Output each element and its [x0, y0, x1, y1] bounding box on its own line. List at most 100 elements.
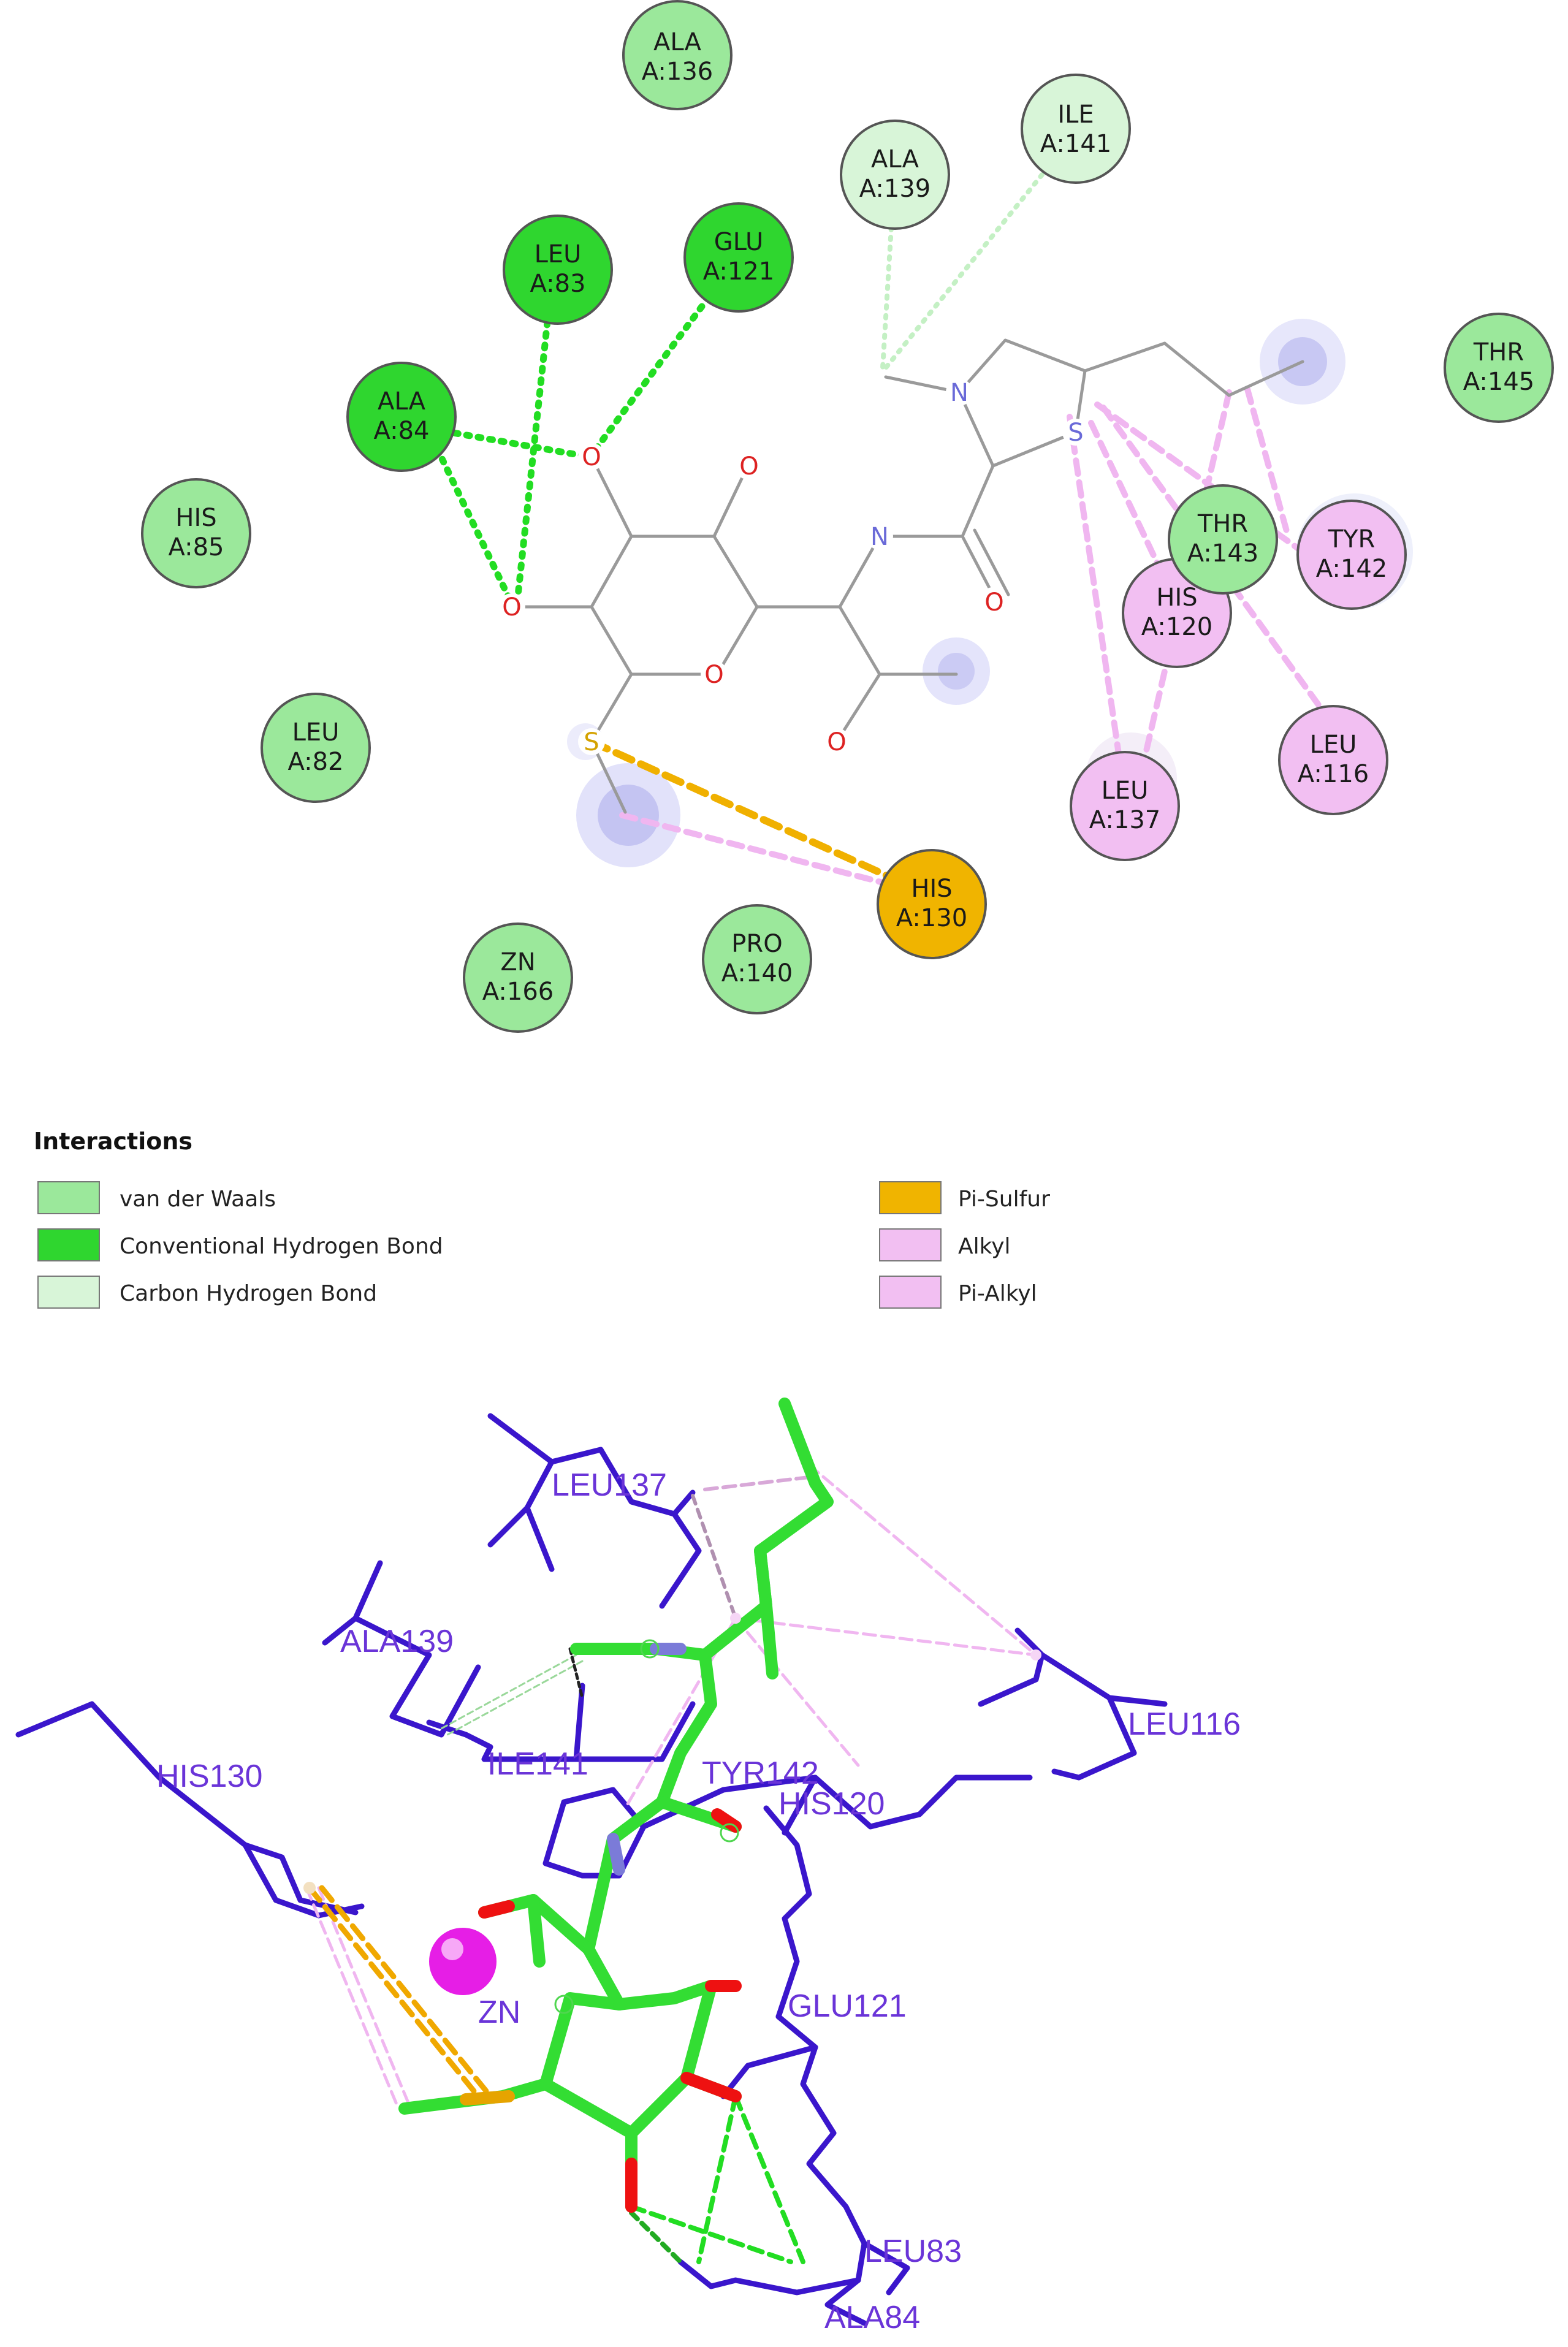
pi-sulfur-line-3d	[306, 1885, 481, 2099]
residue-ala139: ALA A:139	[840, 120, 950, 230]
legend-item: van der Waals	[37, 1181, 276, 1214]
alkyl-line-3d	[305, 1886, 400, 2110]
alkyl-line	[1088, 420, 1171, 588]
residue-name: ALA	[378, 387, 426, 416]
residue-position: A:136	[642, 58, 713, 86]
hbond-line-3d	[629, 2210, 683, 2264]
residue-name: THR	[1473, 338, 1524, 367]
legend-swatch	[879, 1228, 942, 1261]
alkyl-line	[619, 812, 898, 889]
residue-position: A:130	[896, 904, 967, 932]
legend-swatch	[879, 1181, 942, 1214]
residue-leu116: LEU A:116	[1278, 705, 1388, 815]
residue-discs: ALA A:136 ILE A:141 ALA A:139 LEU A:83 G…	[141, 0, 1554, 1033]
residue-pro140: PRO A:140	[702, 904, 812, 1014]
residue-name: GLU	[714, 228, 764, 256]
residue-ala84: ALA A:84	[346, 362, 457, 472]
alkyl-line-3d	[691, 1494, 737, 1620]
protein-residues-3d	[15, 1413, 1168, 2326]
residue-position: A:137	[1089, 806, 1160, 834]
oxygen-atom-label: O	[827, 728, 846, 756]
ring-nitrogen-label: N	[950, 379, 969, 407]
legend-swatch	[37, 1181, 100, 1214]
carbon-hbond-line-3d	[446, 1660, 584, 1736]
residue-position: A:116	[1298, 760, 1369, 788]
residue-ile141: ILE A:141	[1021, 74, 1131, 184]
pi-sulfur-line	[588, 738, 892, 880]
residue-glu121: GLU A:121	[683, 202, 794, 313]
interactions-3d	[305, 1463, 1038, 2264]
residue-position: A:141	[1040, 130, 1111, 158]
label-ala139: ALA139	[340, 1624, 454, 1659]
residue-his130: HIS A:130	[877, 849, 987, 959]
residue-name: ALA	[871, 145, 919, 173]
legend-label: Alkyl	[958, 1234, 1011, 1259]
interactions-legend: Interactions van der Waals Conventional …	[34, 1128, 1050, 1309]
residue-name: HIS	[911, 875, 952, 903]
residue-leu82: LEU A:82	[261, 693, 371, 803]
alkyl-line	[1244, 386, 1290, 536]
legend-label: Conventional Hydrogen Bond	[120, 1234, 443, 1259]
legend-swatch	[37, 1276, 100, 1309]
residue-his85: HIS A:85	[141, 478, 251, 588]
hbond-line-3d	[568, 1647, 584, 1700]
alkyl-line-3d	[734, 1616, 1038, 1657]
label-leu116: LEU116	[1128, 1706, 1241, 1742]
alkyl-line-3d	[317, 1886, 413, 2110]
oxygen-atom-label: O	[739, 452, 758, 481]
residue-position: A:166	[482, 978, 554, 1006]
label-zn: ZN	[478, 1995, 520, 2030]
label-leu137: LEU137	[552, 1467, 667, 1503]
residue-name: THR	[1197, 510, 1248, 538]
residue-leu137: LEU A:137	[1070, 751, 1180, 861]
alkyl-line-3d	[703, 1475, 811, 1491]
legend-item: Conventional Hydrogen Bond	[37, 1228, 443, 1261]
carbon-hbond-line	[883, 172, 1045, 370]
label-leu83: LEU83	[864, 2234, 962, 2269]
residue-labels-3d: LEU137 ALA139 LEU116 HIS130 ILE141 TYR14…	[156, 1467, 1241, 2335]
residue-name: LEU	[1310, 731, 1357, 759]
legend-label: Pi-Sulfur	[958, 1187, 1050, 1212]
ring-oxygen-atom-label: O	[704, 661, 723, 689]
zinc-ion	[429, 1928, 497, 1995]
interaction-lines	[428, 172, 1339, 889]
residue-name: ALA	[653, 28, 702, 56]
legend-item: Pi-Alkyl	[879, 1276, 1037, 1309]
ligand-3d	[303, 1398, 1041, 2213]
legend-label: van der Waals	[120, 1187, 276, 1212]
pi-sulfur-line-3d	[319, 1885, 493, 2099]
label-ala84: ALA84	[824, 2300, 920, 2335]
residue-thr145: THR A:145	[1444, 313, 1554, 423]
legend-label: Pi-Alkyl	[958, 1281, 1037, 1306]
residue-position: A:82	[287, 748, 343, 776]
residue-name: LEU	[535, 240, 582, 268]
residue-name: ILE	[1057, 101, 1094, 129]
legend-item: Carbon Hydrogen Bond	[37, 1276, 377, 1309]
alkyl-line-3d	[807, 1463, 1038, 1657]
legend-swatch	[37, 1228, 100, 1261]
residue-position: A:85	[168, 533, 224, 561]
hbond-line	[428, 435, 516, 607]
label-tyr142: TYR142	[702, 1755, 819, 1791]
label-glu121: GLU121	[788, 1988, 907, 2024]
residue-name: HIS	[175, 504, 216, 532]
label-his120: HIS120	[778, 1786, 885, 1822]
label-ile141: ILE141	[487, 1746, 588, 1782]
oxygen-atom-label: O	[502, 593, 521, 622]
residue-name: PRO	[731, 930, 782, 958]
residue-zn166: ZN A:166	[463, 922, 573, 1033]
label-his130: HIS130	[156, 1759, 262, 1794]
residue-position: A:145	[1463, 368, 1534, 396]
residue-name: HIS	[1156, 584, 1197, 612]
carbon-hbond-line-3d	[440, 1654, 577, 1730]
interaction-view-3d: LEU137 ALA139 LEU116 HIS130 ILE141 TYR14…	[15, 1398, 1241, 2335]
hbond-line	[428, 425, 592, 460]
hbond-line	[590, 303, 706, 456]
hbond-line	[513, 318, 551, 611]
residue-position: A:121	[703, 257, 774, 286]
legend-label: Carbon Hydrogen Bond	[120, 1281, 377, 1306]
residue-name: ZN	[500, 948, 535, 976]
residue-tyr142: TYR A:142	[1296, 500, 1407, 610]
legend-item: Pi-Sulfur	[879, 1181, 1050, 1214]
